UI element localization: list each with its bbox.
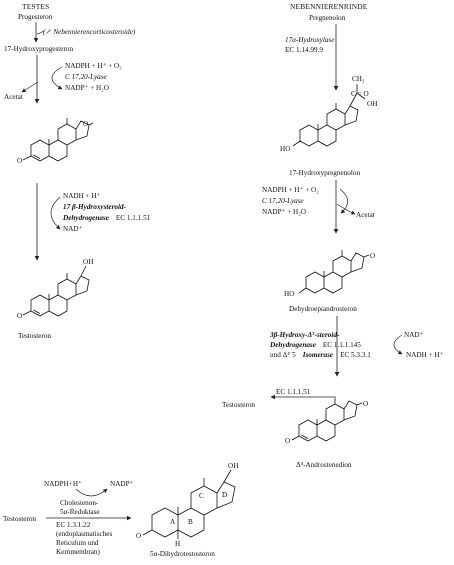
left-acetat-curve: [21, 81, 39, 93]
androstenedion-right-bonds: [291, 398, 363, 442]
right-3b-hsd-ec: EC 1.1.1.145: [323, 341, 361, 349]
bottom-enzyme-2: 5α-Reduktase: [60, 508, 100, 516]
testosteron-left-oh: OH: [83, 258, 93, 266]
left-side-curve-1: [36, 30, 45, 35]
androstenedion-left-o: O: [83, 120, 88, 128]
right-lyase-enzyme: C 17,20-Lyase: [262, 197, 305, 205]
right-androstenedion-label: Δ⁴-Androstenedion: [296, 461, 352, 469]
right-17-hydroxypregnenolon: 17-Hydroxypregnenolon: [289, 169, 360, 177]
left-hsd-enzyme-1: 17 β-Hydroxysteroid-: [63, 203, 127, 211]
right-isomerase-prefix: und Δ⁴˙5: [270, 351, 296, 359]
right-3b-hsd-cofactor-curve: [393, 334, 403, 355]
left-lyase-cofactor-curve: [51, 66, 63, 90]
bottom-dht-label: 5α-Dihydrotestosteron: [150, 550, 215, 558]
bottom-cofactor-out: NADP⁺: [110, 480, 134, 488]
right-side-ec: EC 1.1.1.51: [276, 388, 311, 396]
testosteron-left-bonds: [22, 265, 90, 317]
right-3b-hsd-cofactor-in: NAD⁺: [404, 331, 424, 339]
bottom-ec: EC 1.3.1.22: [56, 521, 91, 529]
bottom-testosteron: Testosteron: [3, 515, 36, 523]
structure-17-hydroxypregnenolon: CH₃ C = O OH HO: [280, 75, 377, 153]
bottom-loc-2: Reticulum und: [56, 539, 99, 547]
testosteron-left-3-o: O: [17, 312, 22, 320]
right-isomerase-ec: EC 5.3.3.1: [340, 351, 371, 359]
dhea-ho: HO: [284, 290, 294, 298]
dht-oh: OH: [228, 462, 238, 470]
hydroxypregnenolon-bonds: [292, 84, 366, 147]
left-progesteron: Progesteron: [18, 13, 53, 21]
left-hsd-cofactor-curve: [50, 196, 61, 230]
left-17-hydroxyprogesteron: 17-Hydroxyprogesteron: [4, 45, 73, 53]
dht-bonds: [142, 469, 236, 539]
dht-5a-h: H: [175, 540, 180, 548]
right-pregnenolon: Pregnenolon: [309, 14, 346, 22]
left-lyase-cofactor-out: NADP⁺ + H₂O: [65, 84, 109, 92]
right-title: NEBENNIERENRINDE: [290, 2, 368, 11]
right-dehydroepiandrosteron: Dehydroepiandrosteron: [289, 305, 357, 313]
right-side-testosteron: Testosteron: [222, 401, 255, 409]
right-lyase-cofactor-in: NADPH + H⁺ + O₂: [262, 186, 319, 194]
hydroxypregnenolon-ho: HO: [280, 145, 290, 153]
structure-testosteron-left: OH O: [17, 258, 93, 320]
right-acetat-curve: [336, 203, 356, 215]
right-lyase-cofactor-out: NADP⁺ + H₂O: [262, 208, 306, 216]
dht-ring-a: A: [170, 518, 176, 526]
hydroxypregnenolon-oh: OH: [367, 100, 377, 108]
left-title: TESTES: [22, 2, 49, 11]
left-acetat: Acetat: [4, 93, 23, 101]
right-isomerase-it: Isomerase: [302, 351, 334, 359]
dht-ring-d: D: [222, 491, 227, 499]
left-hsd-enzyme-2-it: Dehydrogenase: [62, 214, 110, 222]
left-lyase-cofactor-in: NADPH + H⁺ + O₂: [65, 62, 122, 70]
right-3b-hsd-enzyme-2-it: Dehydrogenase: [269, 341, 317, 349]
right-acetat: Acetat: [356, 211, 375, 219]
structure-dehydroepiandrosteron: O HO: [284, 250, 375, 298]
hydroxypregnenolon-ch3: CH₃: [352, 75, 365, 83]
bottom-cofactor-curve: [75, 488, 108, 497]
left-lyase-enzyme: C 17,20-Lyase: [65, 73, 108, 81]
bottom-loc-3: Kernmembran): [56, 548, 101, 556]
hydroxypregnenolon-co: C = O: [351, 90, 369, 98]
left-hsd-cofactor-in: NADH + H⁺: [63, 192, 101, 200]
structure-androstenedion-right: O O: [285, 398, 368, 445]
right-17a-hydroxylase: 17α-Hydroxylase: [285, 36, 335, 44]
dhea-bonds: [298, 250, 370, 294]
right-3b-hsd-enzyme-2: Dehydrogenase EC 1.1.1.145: [269, 334, 361, 351]
androstenedion-left-bonds: [22, 118, 90, 162]
androstenedion-right-keto-o: O: [363, 400, 368, 408]
structure-androstenedion-left: O O: [17, 118, 94, 165]
left-side-corticosteroids: (↗ Nebennierencorticosteroide): [43, 28, 136, 36]
dht-3-o: O: [136, 532, 141, 540]
right-17a-hydroxylase-ec: EC 1.14.99.9: [285, 46, 323, 54]
androstenedion-left-3-o: O: [17, 157, 22, 165]
left-hsd-enzyme-2: Dehydrogenase EC 1.1.1.51: [62, 207, 151, 224]
right-3b-hsd-cofactor-out: NADH + H⁺: [406, 351, 444, 359]
left-hsd-cofactor-out: NAD⁺: [63, 225, 83, 233]
dhea-keto-o: O: [370, 252, 375, 260]
bottom-enzyme-1: Cholestenon-: [60, 499, 99, 507]
left-testosteron-label: Testosteron: [18, 332, 51, 340]
dht-ring-b: B: [188, 518, 193, 526]
left-hsd-ec: EC 1.1.1.51: [116, 214, 151, 222]
right-3b-hsd-enzyme-3: und Δ⁴˙5 Isomerase EC 5.3.3.1: [270, 344, 371, 361]
androstenedion-left-keto-bond: [88, 122, 94, 126]
dht-ring-c: C: [199, 492, 204, 500]
androstenedion-left-keto: O: [83, 120, 88, 128]
androstenedion-right-3-o: O: [285, 437, 290, 445]
bottom-cofactor-in: NADPH+H⁺: [44, 480, 82, 488]
structure-dihydrotestosteron: A B C D H OH O: [136, 462, 238, 548]
right-lyase-cofactor-curve: [339, 188, 349, 214]
bottom-loc-1: (endoplasmatisches: [56, 530, 112, 538]
right-3b-hsd-enzyme-1: 3β-Hydroxy-Δ⁵-steroid-: [269, 331, 340, 339]
